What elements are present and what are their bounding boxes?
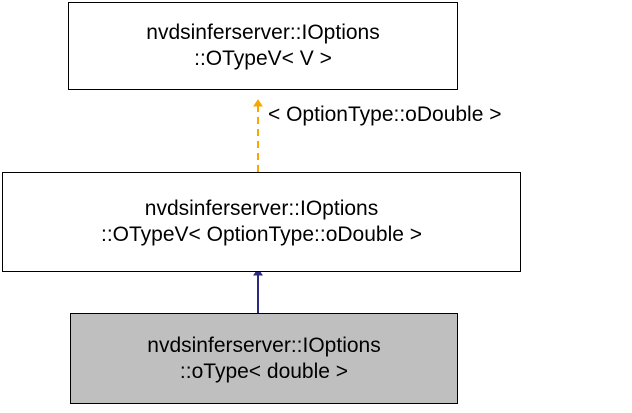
node-derived-line1: nvdsinferserver::IOptions bbox=[147, 333, 381, 357]
node-derived-line2: ::oType< double > bbox=[179, 359, 349, 383]
node-middle-otypev-odouble[interactable]: nvdsinferserver::IOptions ::OTypeV< Opti… bbox=[2, 172, 521, 272]
node-middle-line1: nvdsinferserver::IOptions bbox=[144, 197, 379, 220]
edge-label-option-type: < OptionType::oDouble > bbox=[268, 103, 502, 126]
node-base-line1: nvdsinferserver::IOptions bbox=[146, 21, 380, 44]
node-base-line2: ::OTypeV< V > bbox=[194, 47, 332, 70]
node-derived-otype-double[interactable]: nvdsinferserver::IOptions ::oType< doubl… bbox=[70, 313, 458, 404]
node-base-otypev[interactable]: nvdsinferserver::IOptions ::OTypeV< V > bbox=[68, 2, 458, 90]
node-middle-line2: ::OTypeV< OptionType::oDouble > bbox=[100, 223, 423, 246]
